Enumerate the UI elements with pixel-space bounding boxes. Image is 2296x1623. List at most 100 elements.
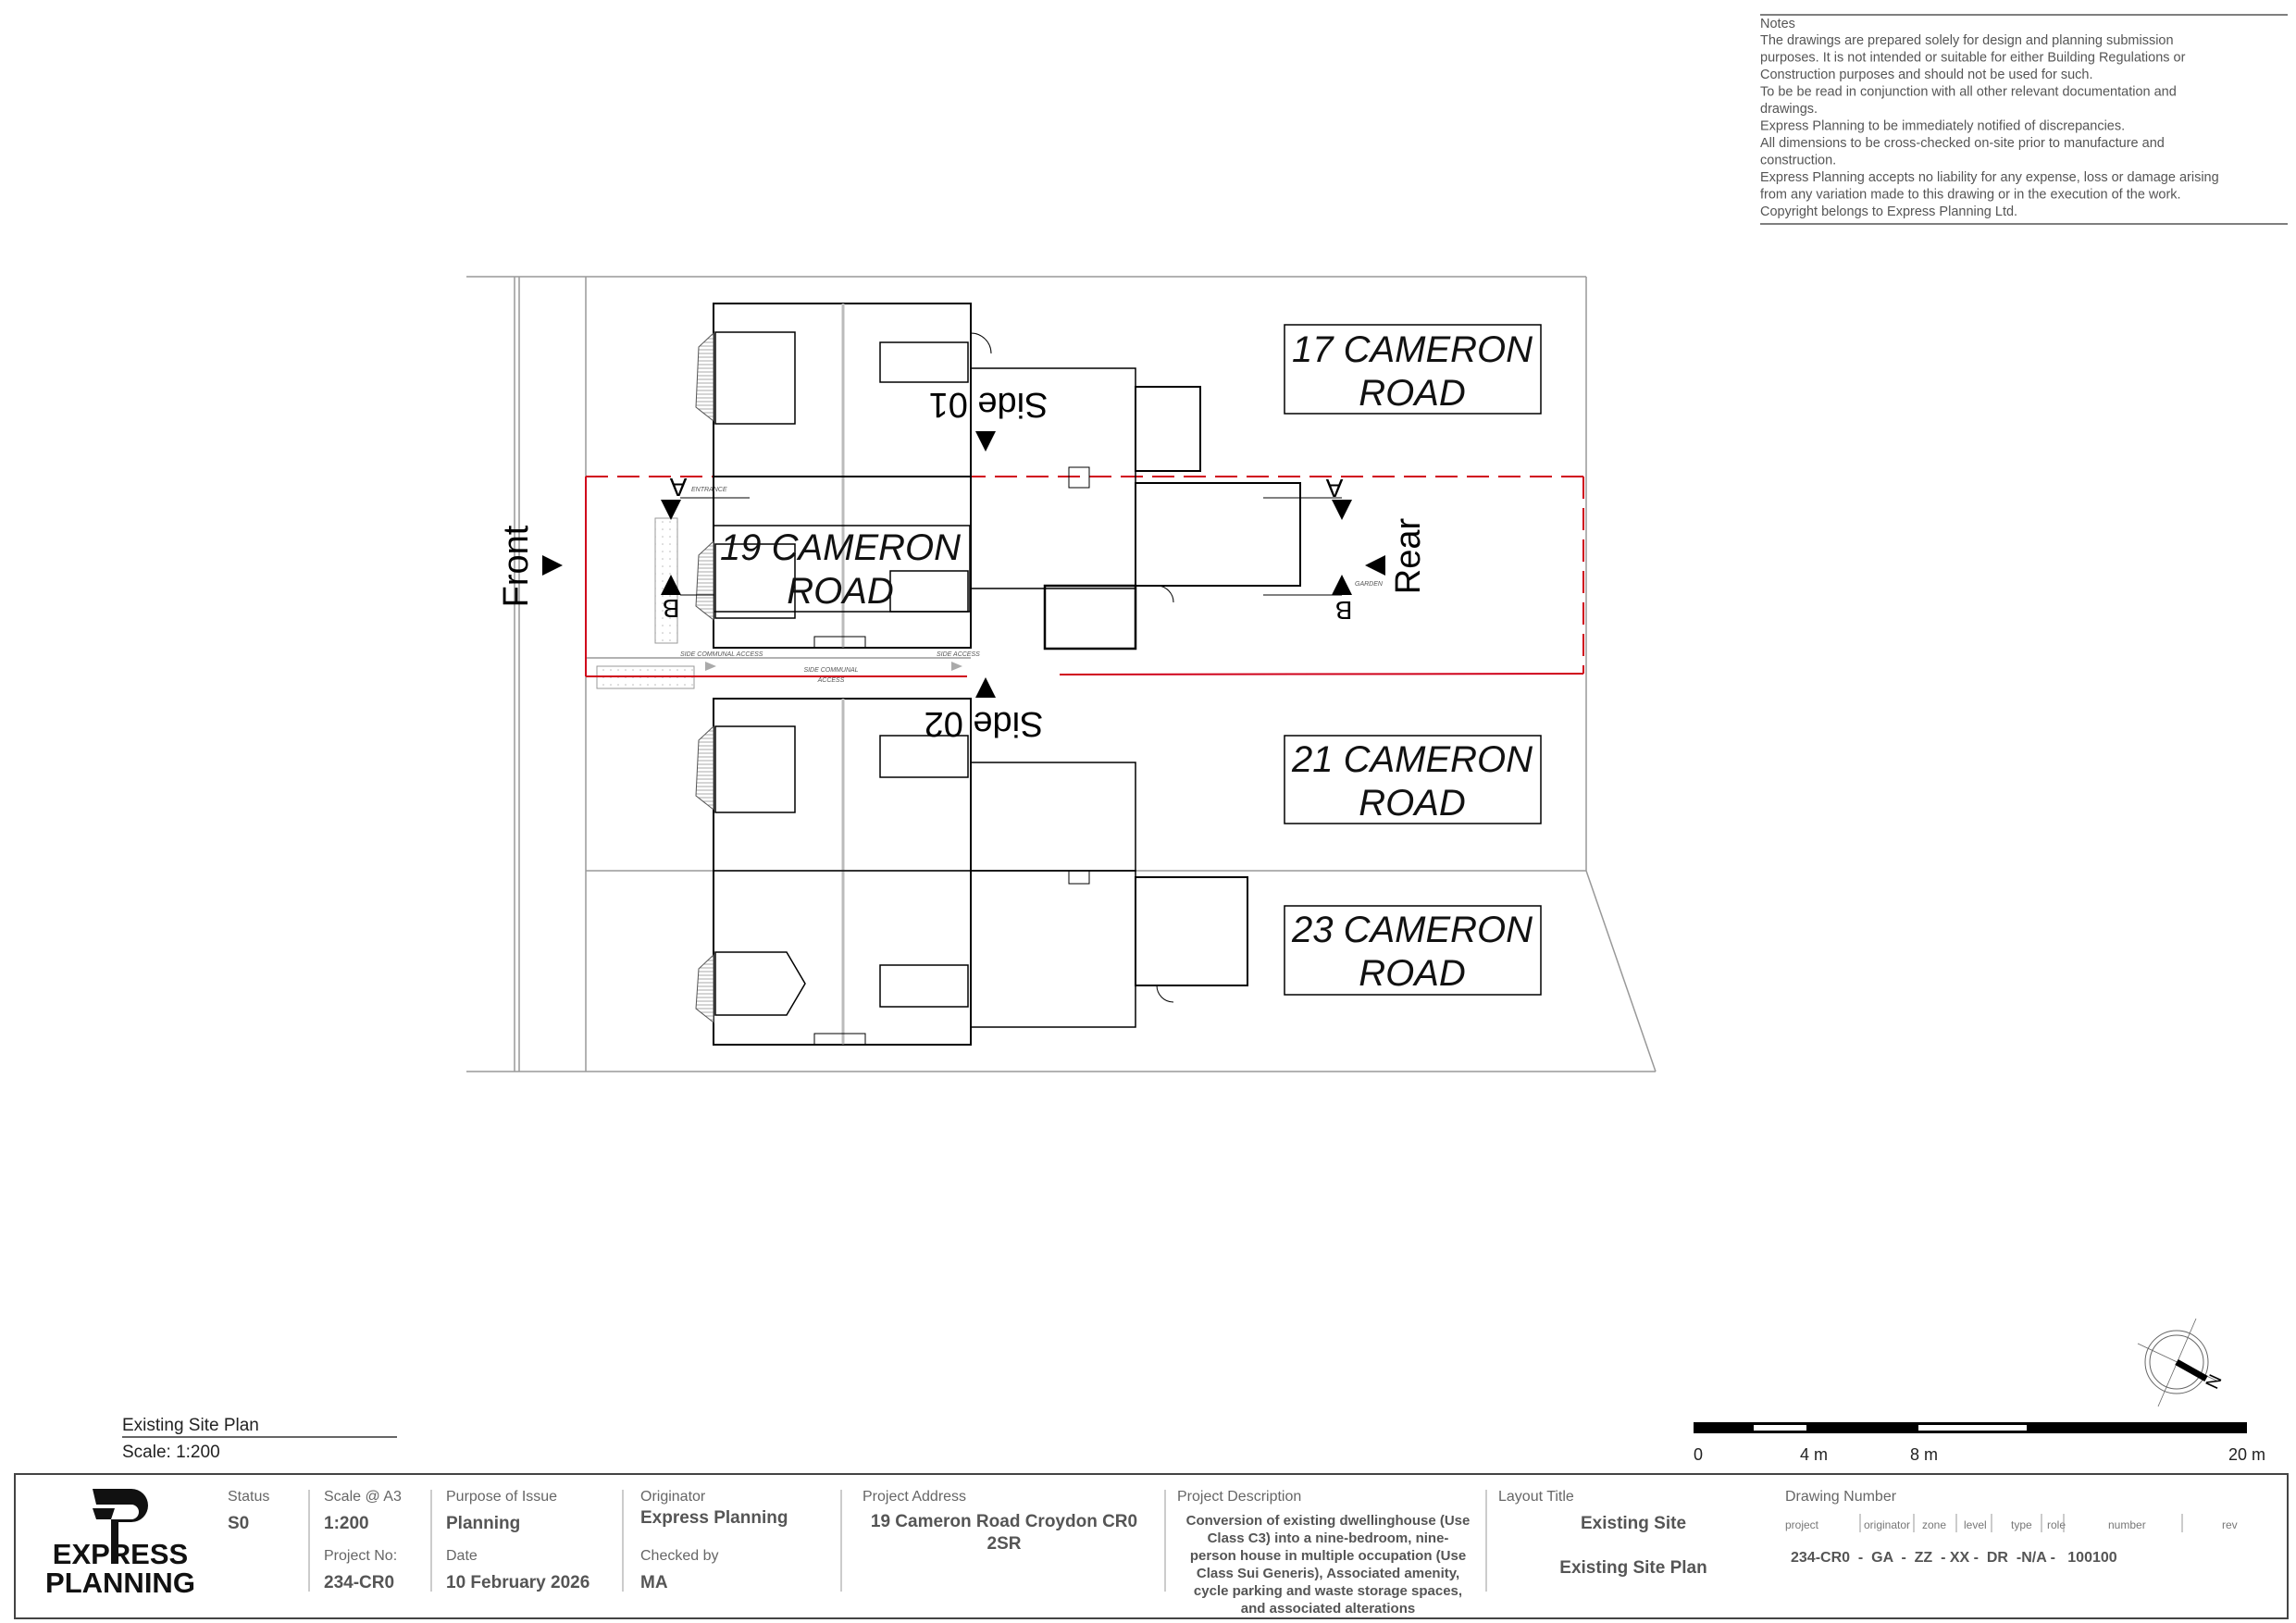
svg-text:A: A	[669, 473, 687, 502]
drawing-number-value: 234-CR0 - GA - ZZ - XX - DR -N/A - 10010…	[1791, 1550, 2117, 1566]
svg-text:19 CAMERON: 19 CAMERON	[720, 527, 961, 568]
label-23-cameron-road: 23 CAMERON ROAD	[1284, 905, 1542, 996]
project-no-value: 234-CR0	[324, 1573, 394, 1592]
svg-text:23 CAMERON: 23 CAMERON	[1291, 910, 1533, 950]
drawing-scale: Scale: 1:200	[122, 1443, 220, 1462]
originator-label: Originator	[640, 1489, 706, 1505]
svg-text:ROAD: ROAD	[1359, 953, 1466, 994]
drawing-label: Existing Site Plan Scale: 1:200	[122, 1416, 397, 1462]
note-line: construction.	[1760, 154, 1836, 168]
section-a-arrow-icon	[1332, 500, 1352, 520]
garden-label: GARDEN	[1355, 581, 1384, 588]
note-line: from any variation made to this drawing …	[1760, 188, 2181, 203]
notes-panel: Notes The drawings are prepared solely f…	[1760, 14, 2288, 225]
checked-by-label: Checked by	[640, 1548, 719, 1564]
note-line: Express Planning to be immediately notif…	[1760, 119, 2125, 134]
scale-value: 1:200	[324, 1514, 369, 1533]
address-label: Project Address	[863, 1489, 966, 1505]
house-21-23	[695, 698, 1248, 1046]
house-17-19	[695, 303, 1301, 650]
project-no-label: Project No:	[324, 1548, 397, 1564]
svg-text:B: B	[1335, 596, 1353, 625]
note-line: To be be read in conjunction with all ot…	[1760, 85, 2177, 100]
side-02-label: Side 02	[925, 704, 1044, 743]
drawing-number-fields: project originator zone level type role …	[1785, 1514, 2238, 1532]
svg-text:Class Sui Generis), Associated: Class Sui Generis), Associated amenity,	[1197, 1566, 1459, 1581]
description-label: Project Description	[1177, 1489, 1301, 1505]
project-description: Conversion of existing dwellinghouse (Us…	[1186, 1513, 1471, 1617]
entrance-label: ENTRANCE	[691, 487, 727, 493]
svg-text:role: role	[2047, 1518, 2066, 1531]
site-boundary-19	[585, 476, 1584, 677]
site-plan-drawing: 17 CAMERON ROAD 19 CAMERON ROAD 21 CAMER…	[466, 276, 1657, 1072]
svg-text:ROAD: ROAD	[787, 571, 894, 612]
title-block: EXPRESS PLANNING Status S0 Scale @ A3 1:…	[14, 1473, 2289, 1619]
north-arrow-icon: N	[2137, 1318, 2227, 1407]
date-label: Date	[446, 1548, 478, 1564]
side-communal-access-label: SIDE COMMUNAL ACCESS	[680, 651, 763, 658]
svg-text:Conversion of existing dwellin: Conversion of existing dwellinghouse (Us…	[1186, 1513, 1471, 1529]
svg-text:type: type	[2011, 1518, 2032, 1531]
svg-text:N: N	[2203, 1371, 2227, 1392]
svg-text:ROAD: ROAD	[1359, 373, 1466, 414]
status-value: S0	[228, 1514, 249, 1533]
label-17-cameron-road: 17 CAMERON ROAD	[1284, 324, 1542, 415]
svg-text:number: number	[2108, 1518, 2146, 1531]
side-communal-label: SIDE COMMUNAL	[803, 667, 858, 674]
address-value: 19 Cameron Road Croydon CR0	[871, 1512, 1137, 1531]
svg-text:8 m: 8 m	[1910, 1445, 1938, 1464]
scale-label: Scale @ A3	[324, 1489, 402, 1505]
note-line: drawings.	[1760, 102, 1818, 117]
svg-text:ROAD: ROAD	[1359, 783, 1466, 824]
scale-bar: 0 4 m 8 m 20 m	[1694, 1422, 2265, 1464]
section-a-arrow-icon	[661, 500, 681, 520]
side-02-arrow-icon	[975, 677, 996, 698]
notes-heading: Notes	[1760, 17, 1795, 31]
svg-text:Class C3) into a nine-bedroom,: Class C3) into a nine-bedroom, nine-	[1208, 1530, 1449, 1546]
note-line: The drawings are prepared solely for des…	[1760, 33, 2174, 48]
purpose-label: Purpose of Issue	[446, 1489, 557, 1505]
layout-title-value: Existing Site Plan	[1559, 1558, 1706, 1578]
svg-text:project: project	[1785, 1518, 1819, 1531]
front-label: Front	[497, 525, 536, 607]
section-markers: A B A B	[661, 473, 1352, 625]
svg-text:20 m: 20 m	[2228, 1445, 2265, 1464]
originator-value: Express Planning	[640, 1508, 788, 1528]
layout-title-label: Layout Title	[1498, 1489, 1574, 1505]
purpose-value: Planning	[446, 1514, 520, 1533]
svg-text:originator: originator	[1864, 1518, 1910, 1531]
svg-text:cycle parking and waste storag: cycle parking and waste storage spaces,	[1194, 1583, 1462, 1599]
svg-text:EXPRESS: EXPRESS	[53, 1538, 188, 1570]
svg-text:rev: rev	[2222, 1518, 2238, 1531]
drawing-title: Existing Site Plan	[122, 1416, 259, 1435]
express-planning-logo: EXPRESS PLANNING	[45, 1489, 195, 1599]
drawing-number-label: Drawing Number	[1785, 1489, 1897, 1505]
status-label: Status	[228, 1489, 269, 1505]
label-19-cameron-road: 19 CAMERON ROAD	[720, 527, 961, 612]
side-communal-label: ACCESS	[817, 677, 845, 684]
address-value: 2SR	[987, 1534, 1022, 1554]
checked-by-value: MA	[640, 1573, 668, 1592]
section-b-arrow-icon	[1332, 575, 1352, 595]
note-line: Copyright belongs to Express Planning Lt…	[1760, 204, 2017, 219]
svg-text:17 CAMERON: 17 CAMERON	[1292, 329, 1533, 370]
front-arrow-icon	[542, 555, 563, 576]
svg-text:level: level	[1964, 1518, 1987, 1531]
svg-text:4 m: 4 m	[1800, 1445, 1828, 1464]
side-01-arrow-icon	[975, 431, 996, 452]
side-01-label: Side 01	[929, 385, 1049, 424]
svg-text:person house in multiple occup: person house in multiple occupation (Use	[1190, 1548, 1466, 1564]
section-b-arrow-icon	[661, 575, 681, 595]
svg-text:and associated alterations: and associated alterations	[1241, 1601, 1415, 1617]
note-line: All dimensions to be cross-checked on-si…	[1760, 136, 2165, 151]
rear-label: Rear	[1389, 517, 1428, 594]
svg-text:21 CAMERON: 21 CAMERON	[1291, 739, 1533, 780]
layout-title-value: Existing Site	[1581, 1514, 1686, 1533]
svg-text:zone: zone	[1922, 1518, 1946, 1531]
svg-text:0: 0	[1694, 1445, 1703, 1464]
svg-text:PLANNING: PLANNING	[45, 1567, 195, 1599]
rear-arrow-icon	[1365, 555, 1385, 576]
label-21-cameron-road: 21 CAMERON ROAD	[1284, 735, 1542, 824]
side-access-label: SIDE ACCESS	[937, 651, 980, 658]
